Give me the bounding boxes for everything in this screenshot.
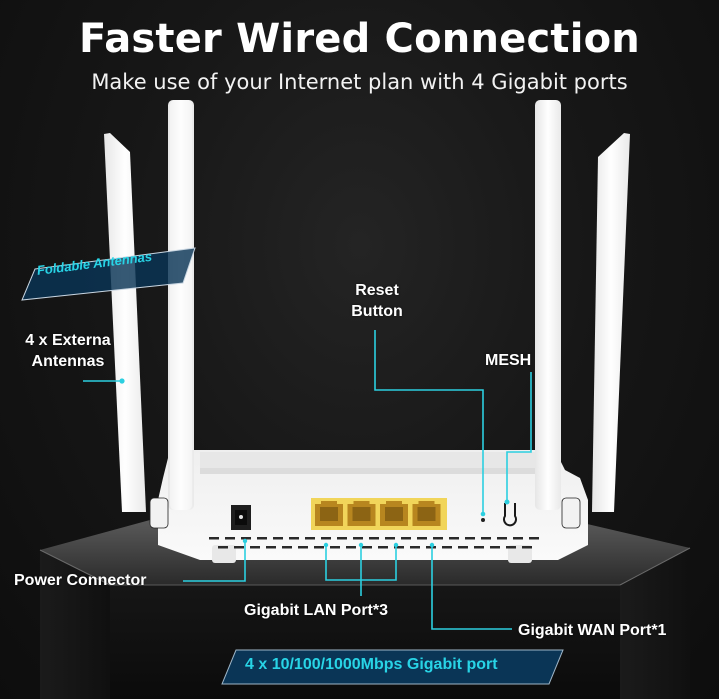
port-speed-badge [221, 649, 564, 685]
ethernet-port-icon [380, 501, 408, 526]
reset-button-label: Reset Button [340, 280, 414, 322]
reset-line2: Button [351, 303, 403, 320]
lan-ports-label: Gigabit LAN Port*3 [244, 602, 389, 619]
page-subtitle: Make use of your Internet plan with 4 Gi… [91, 70, 628, 94]
page-title: Faster Wired Connection [79, 16, 640, 62]
foldable-antennas-badge [21, 247, 196, 301]
external-antennas-line1: 4 x Externa [25, 332, 111, 349]
ethernet-port-icon [412, 501, 441, 526]
antenna-inner-right [535, 100, 561, 510]
power-jack-icon [231, 505, 251, 530]
power-connector-label: Power Connector [14, 572, 147, 589]
leader-lines [83, 330, 532, 630]
reset-line1: Reset [355, 282, 399, 299]
ethernet-port-panel [311, 498, 447, 530]
wan-port-label: Gigabit WAN Port*1 [518, 622, 667, 639]
antenna-inner-left [168, 100, 194, 510]
ethernet-port-icon [315, 501, 343, 526]
external-antennas-line2: Antennas [31, 353, 105, 370]
antenna-outer-right [592, 133, 630, 512]
port-speed-label: 4 x 10/100/1000Mbps Gigabit port [245, 656, 498, 673]
antenna-outer-left [104, 133, 146, 512]
mesh-label: MESH [485, 352, 532, 369]
ethernet-port-icon [347, 501, 376, 526]
vent-slots [209, 537, 539, 549]
external-antennas-label: 4 x Externa Antennas [14, 330, 122, 372]
